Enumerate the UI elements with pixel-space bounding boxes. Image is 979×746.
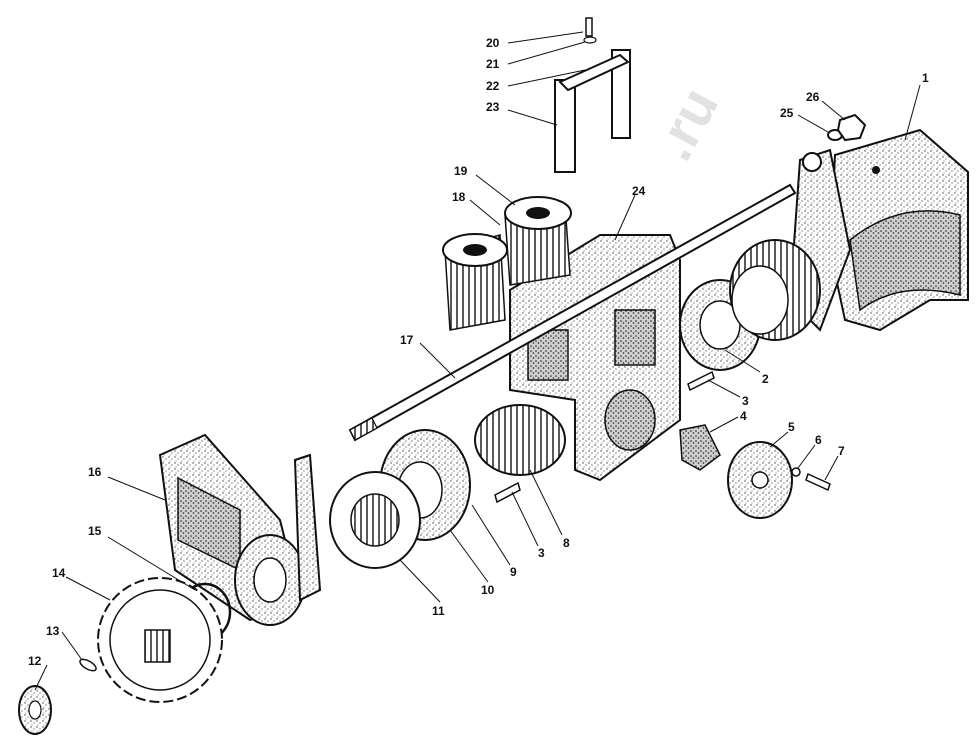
part-20-23-bracket	[554, 17, 631, 173]
callout-7: 7	[838, 444, 845, 458]
callout-6: 6	[815, 433, 822, 447]
part-1-right-housing	[788, 128, 969, 332]
callout-17: 17	[400, 333, 414, 347]
callout-25: 25	[780, 106, 794, 120]
part-8-bearing	[474, 404, 566, 476]
callout-3-lower: 3	[538, 546, 545, 560]
callout-14: 14	[52, 566, 66, 580]
part-19-pulley	[504, 196, 572, 286]
part-3-bolt-lower	[494, 481, 521, 504]
callout-5: 5	[788, 420, 795, 434]
callout-20: 20	[486, 36, 500, 50]
callout-12: 12	[28, 654, 42, 668]
part-12-nut	[18, 685, 52, 735]
callout-13: 13	[46, 624, 60, 638]
callout-26: 26	[806, 90, 820, 104]
callout-22: 22	[486, 79, 500, 93]
part-5-cover	[727, 441, 793, 519]
callout-21: 21	[486, 57, 500, 71]
part-4-bracket	[679, 424, 721, 471]
callout-16: 16	[88, 465, 102, 479]
callout-3: 3	[742, 394, 749, 408]
part-11-cover	[329, 471, 421, 569]
part-17-shaft	[348, 183, 797, 442]
part-13-key	[79, 658, 97, 672]
callout-8: 8	[563, 536, 570, 550]
part-6-7-bolt	[791, 467, 831, 492]
callout-24: 24	[632, 184, 646, 198]
callout-1: 1	[922, 71, 929, 85]
part-25-26-nut	[827, 113, 867, 142]
part-14-sprocket	[97, 577, 223, 703]
callout-18: 18	[452, 190, 466, 204]
part-18-pulley	[442, 233, 508, 331]
callout-4: 4	[740, 409, 747, 423]
callout-2: 2	[762, 372, 769, 386]
callout-9: 9	[510, 565, 517, 579]
bearing-right	[729, 239, 821, 341]
part-3-bolt-upper	[687, 370, 715, 392]
callout-15: 15	[88, 524, 102, 538]
part-24-gearbox-body	[509, 234, 681, 482]
leader-lines	[34, 31, 921, 691]
callout-10: 10	[481, 583, 495, 597]
callout-23: 23	[486, 100, 500, 114]
callout-19: 19	[454, 164, 468, 178]
callout-11: 11	[432, 604, 445, 618]
part-16-left-housing	[158, 433, 322, 626]
